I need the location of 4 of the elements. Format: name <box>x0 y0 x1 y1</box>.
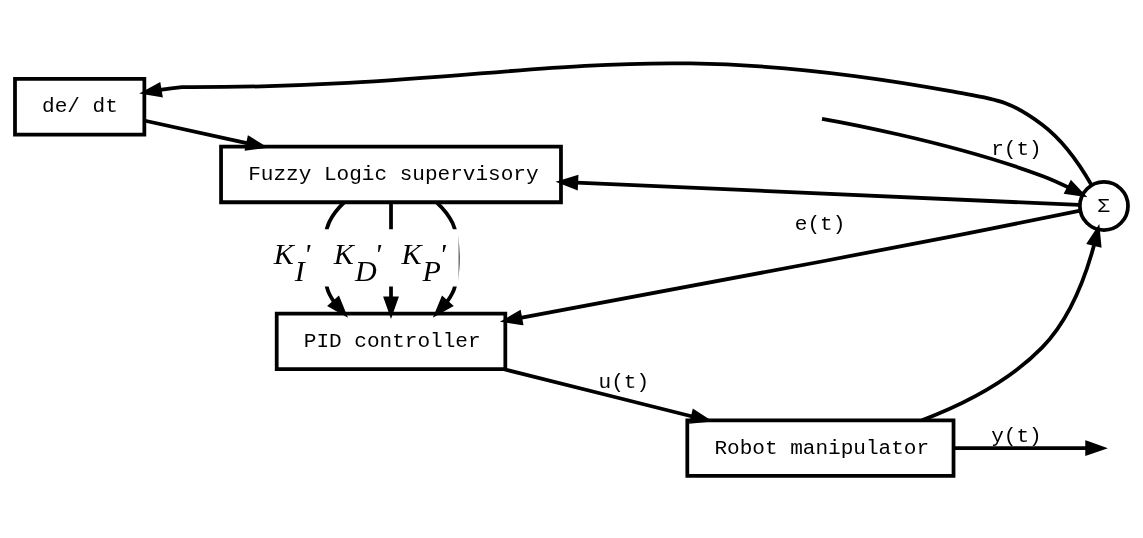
edge-label: r(t) <box>991 136 1042 161</box>
edge-label: y(t) <box>991 423 1042 448</box>
edge-label: e(t) <box>794 211 846 236</box>
edge-label: u(t) <box>598 369 650 394</box>
